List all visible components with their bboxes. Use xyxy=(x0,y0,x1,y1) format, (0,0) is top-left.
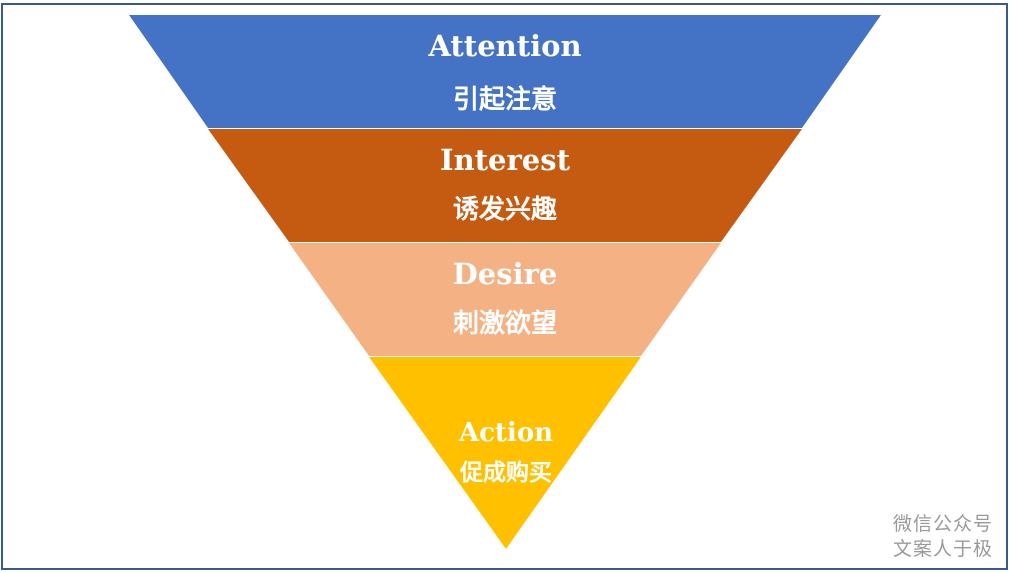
watermark-line-2: 文案人于极 xyxy=(892,538,993,560)
watermark-line-1: 微信公众号 xyxy=(892,513,993,535)
stage-title-attention: Attention xyxy=(427,29,581,63)
stage-subtitle-attention: 引起注意 xyxy=(453,84,557,115)
stage-title-desire: Desire xyxy=(453,257,558,291)
stage-subtitle-interest: 诱发兴趣 xyxy=(453,194,557,225)
stage-title-action: Action xyxy=(458,418,553,448)
funnel-stage-desire xyxy=(289,243,721,356)
stage-subtitle-action: 促成购买 xyxy=(459,459,552,486)
funnel-stage-action xyxy=(369,357,641,549)
funnel-stage-attention xyxy=(129,15,881,128)
watermark: 微信公众号 文案人于极 xyxy=(893,512,993,562)
stage-title-interest: Interest xyxy=(440,143,571,177)
funnel-stage-interest xyxy=(208,129,802,242)
stage-subtitle-desire: 刺激欲望 xyxy=(453,308,557,339)
